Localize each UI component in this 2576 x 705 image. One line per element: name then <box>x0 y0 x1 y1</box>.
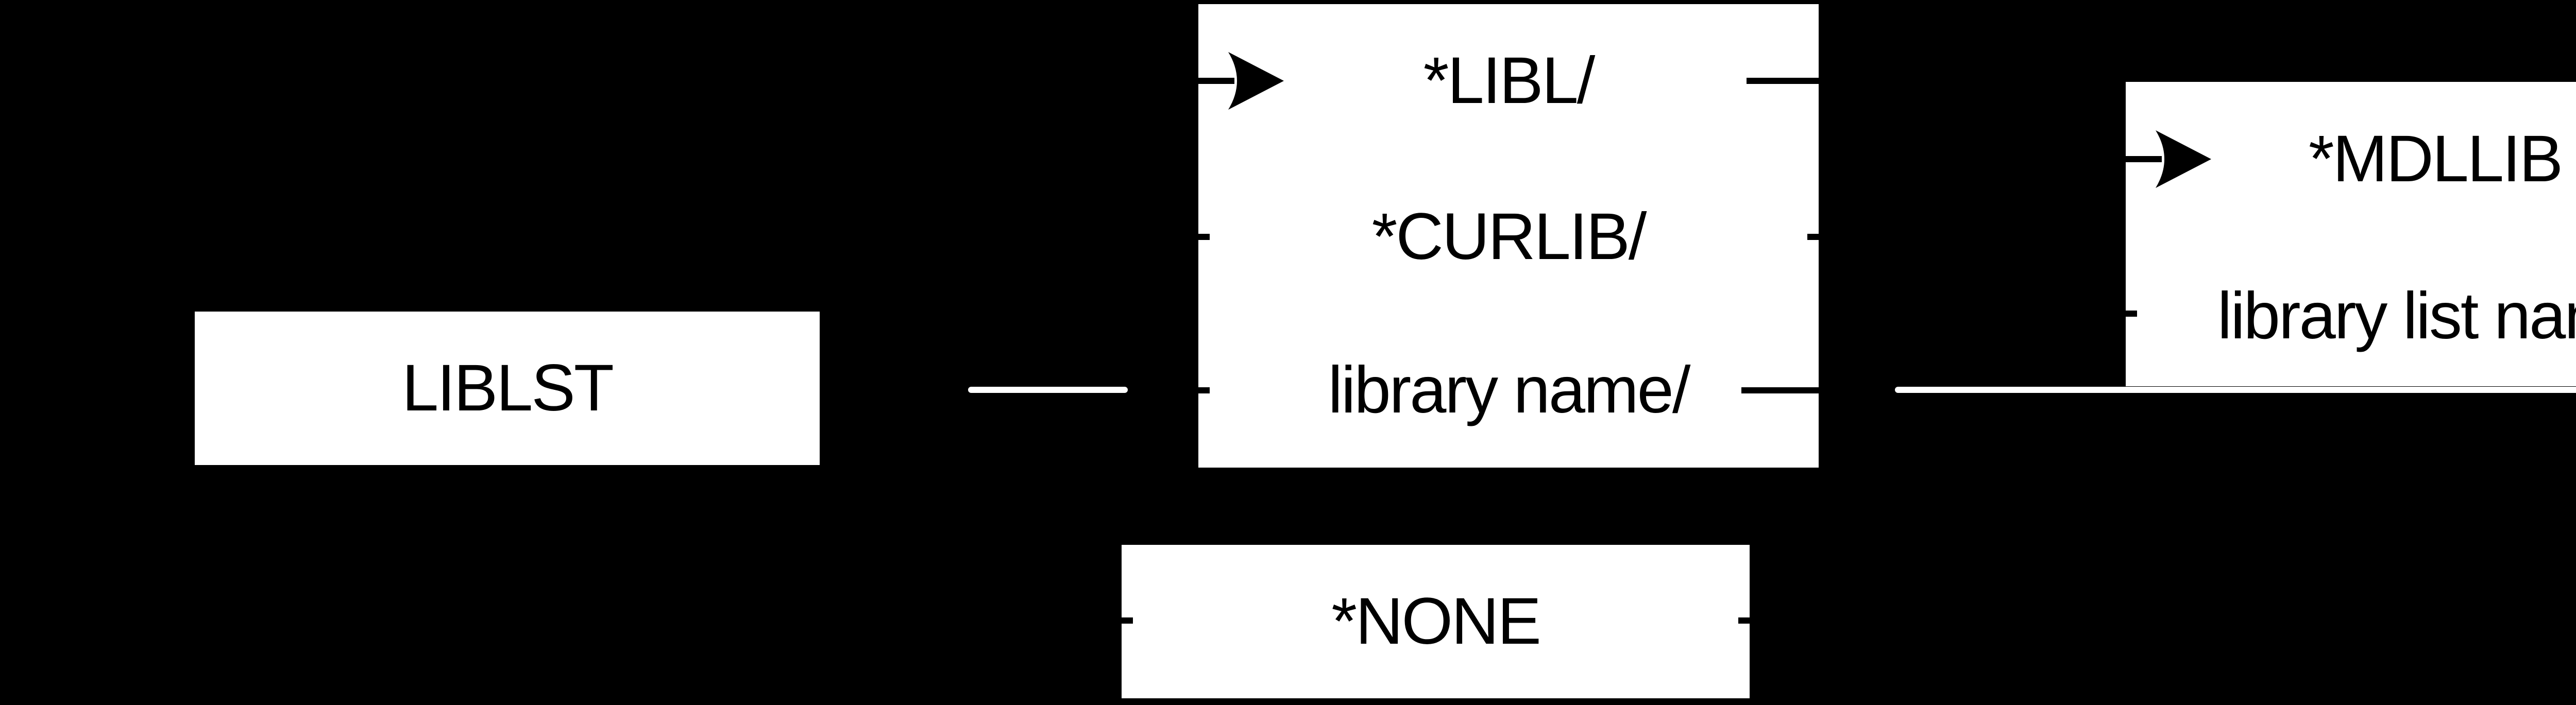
branch-nub-curlib-right <box>1807 234 1819 240</box>
option-label-library-name: library name/ <box>1328 353 1691 427</box>
entry-arrow-icon <box>2126 130 2211 188</box>
branch-nub-none-left <box>1122 617 1133 624</box>
branch-nub-library-list-left <box>2126 311 2137 317</box>
branch-nub-none-right <box>1738 617 1750 624</box>
option-label-library-list-name: library list name <box>2217 279 2576 353</box>
option-row: *MDLLIB <box>2126 123 2576 195</box>
library-list-choice-box: *MDLLIB library list name <box>2126 82 2576 386</box>
option-label-libl: *LIBL/ <box>1423 44 1596 117</box>
rail-segment-left <box>968 387 1128 393</box>
keyword-box-liblst: LIBLST <box>195 312 820 465</box>
branch-nub-curlib-left <box>1198 234 1210 240</box>
entry-arrow-icon <box>1198 52 1284 110</box>
option-row: *LIBL/ <box>1198 45 1819 117</box>
none-label: *NONE <box>1331 584 1541 658</box>
branch-line-libl-right <box>1747 78 1819 84</box>
branch-nub-library-name-left <box>1198 387 1210 393</box>
none-choice-box: *NONE <box>1122 545 1750 698</box>
option-row: library name/ <box>1198 354 1819 426</box>
option-row: library list name <box>2126 280 2576 352</box>
qualifier-choice-box: *LIBL/ *CURLIB/ library name/ <box>1198 4 1819 468</box>
keyword-label: LIBLST <box>402 351 614 425</box>
rail-segment-main <box>1895 387 2576 393</box>
option-row: *CURLIB/ <box>1198 201 1819 273</box>
option-label-mdllib: *MDLLIB <box>2308 122 2563 196</box>
option-label-curlib: *CURLIB/ <box>1371 200 1647 273</box>
branch-line-library-name-right <box>1741 387 1819 393</box>
